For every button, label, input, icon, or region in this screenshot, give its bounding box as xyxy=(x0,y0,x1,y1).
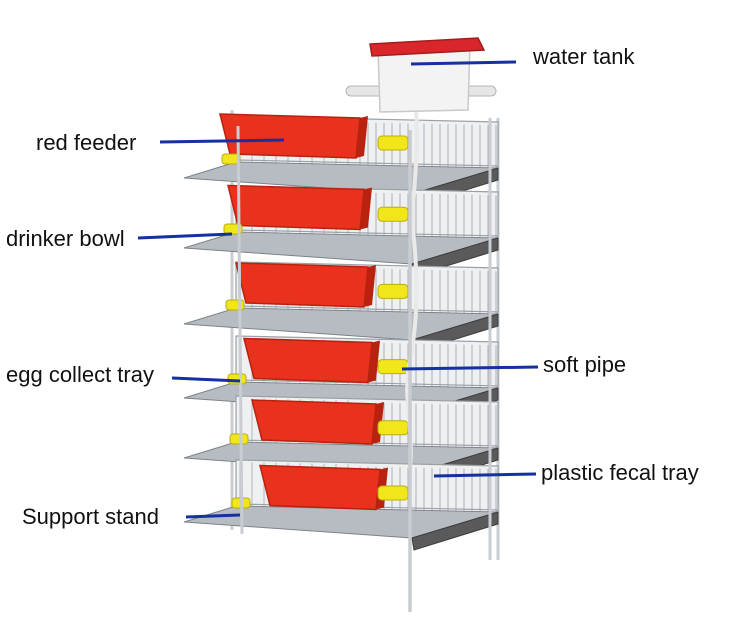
drinker-bowl-left-5 xyxy=(229,433,249,445)
plastic-fecal-tray-6 xyxy=(411,511,499,551)
label-plastic-fecal-tray: plastic fecal tray xyxy=(541,460,699,485)
red-feeder-end-1 xyxy=(356,116,368,158)
red-feeder-6 xyxy=(259,464,381,511)
drinker-bowl-right-5 xyxy=(377,420,409,436)
label-soft-pipe: soft pipe xyxy=(543,352,627,377)
red-feeder-5 xyxy=(251,399,377,445)
red-feeder-end-3 xyxy=(364,265,376,307)
pointer-soft-pipe xyxy=(401,365,539,371)
water-tank-lid xyxy=(369,37,486,57)
red-feeder-1 xyxy=(219,113,361,159)
pointer-drinker-bowl xyxy=(137,232,233,240)
label-drinker-bowl: drinker bowl xyxy=(6,226,125,251)
label-support-stand: Support stand xyxy=(22,504,159,529)
drinker-bowl-right-4 xyxy=(377,359,409,375)
pointer-support-stand xyxy=(185,513,241,519)
drinker-bowl-left-4 xyxy=(227,373,247,385)
drinker-bowl-left-1 xyxy=(221,153,241,165)
pointer-plastic-fecal-tray xyxy=(433,472,537,478)
red-feeder-3 xyxy=(235,262,369,308)
label-red-feeder: red feeder xyxy=(36,130,137,155)
pointer-red-feeder xyxy=(159,138,285,144)
label-egg-collect-tray: egg collect tray xyxy=(6,362,154,387)
drinker-bowl-right-3 xyxy=(377,283,409,299)
label-water-tank: water tank xyxy=(533,44,635,69)
pointer-egg-collect-tray xyxy=(171,376,241,383)
drinker-bowl-right-1 xyxy=(377,135,409,151)
pointer-water-tank xyxy=(410,60,517,66)
drinker-bowl-left-3 xyxy=(225,299,245,311)
red-feeder-2 xyxy=(227,184,365,231)
drinker-bowl-right-6 xyxy=(377,485,409,501)
frame-post-front-left xyxy=(236,125,244,535)
red-feeder-end-2 xyxy=(360,187,372,230)
red-feeder-end-4 xyxy=(368,340,380,383)
red-feeder-4 xyxy=(243,337,373,384)
drinker-bowl-right-2 xyxy=(377,206,409,222)
